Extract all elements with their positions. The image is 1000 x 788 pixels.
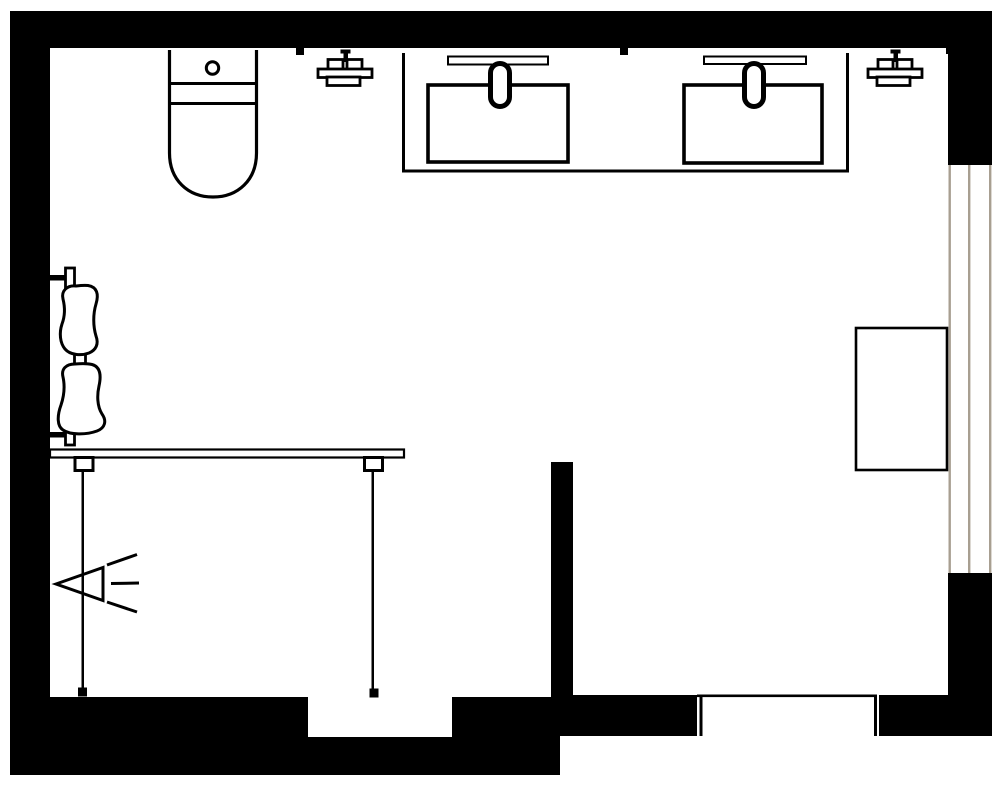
door-threshold-line: [697, 694, 877, 698]
toilet-body: [167, 50, 259, 199]
door-opening-bottom: [697, 694, 877, 736]
wall-tick-left: [296, 48, 304, 55]
towel-radiator: [50, 266, 107, 447]
window-glazing-line-3: [989, 165, 992, 573]
towel-top: [58, 283, 99, 357]
vanity-counter: [402, 53, 849, 173]
top-wall: [10, 11, 992, 48]
toilet: [167, 50, 259, 199]
glass-bracket-left: [73, 456, 95, 472]
niche-back-wall: [308, 737, 452, 775]
door-jamb-left: [699, 697, 703, 736]
window-glazing-line-1: [948, 165, 951, 573]
water-valve-right: [866, 48, 924, 87]
towel-bottom: [56, 362, 107, 436]
water-valve-left: [316, 48, 374, 87]
walls: [10, 11, 992, 775]
bottom-wall-door-right: [879, 695, 992, 736]
shower-spray-line-middle: [110, 581, 140, 585]
glass-edge-line-left: [81, 470, 84, 689]
door-jamb-right: [874, 697, 877, 736]
faucet-left: [488, 61, 512, 109]
partition-wall: [551, 462, 573, 736]
bottom-wall-center: [452, 697, 560, 775]
right-wall-upper: [948, 48, 992, 165]
radiator-bracket-bar-bottom: [50, 432, 73, 438]
faucet-right: [742, 61, 766, 109]
wall-cabinet: [854, 326, 949, 472]
glass-edge-line-right: [371, 470, 374, 689]
glass-edge-endcap-right: [369, 688, 379, 698]
shower-glass-screen: [48, 448, 406, 698]
shower-spray-line-top: [106, 553, 138, 567]
toilet-flush-button: [204, 60, 221, 76]
wall-tick-right: [946, 48, 952, 54]
shower-spray-line-bottom: [106, 600, 138, 614]
bottom-wall-left: [10, 697, 308, 775]
radiator-bracket-bar-top: [50, 275, 73, 281]
bottom-wall-door-left: [572, 695, 697, 736]
glass-edge-endcap-left: [78, 687, 87, 697]
shower-head-cone: [51, 565, 105, 603]
glass-bracket-right: [363, 456, 384, 472]
left-wall: [10, 11, 50, 697]
wall-tick-center: [620, 48, 628, 55]
glass-panel: [48, 448, 406, 459]
shower-head: [51, 553, 140, 614]
window-glazing-line-2: [968, 165, 971, 573]
window-right: [948, 165, 992, 573]
